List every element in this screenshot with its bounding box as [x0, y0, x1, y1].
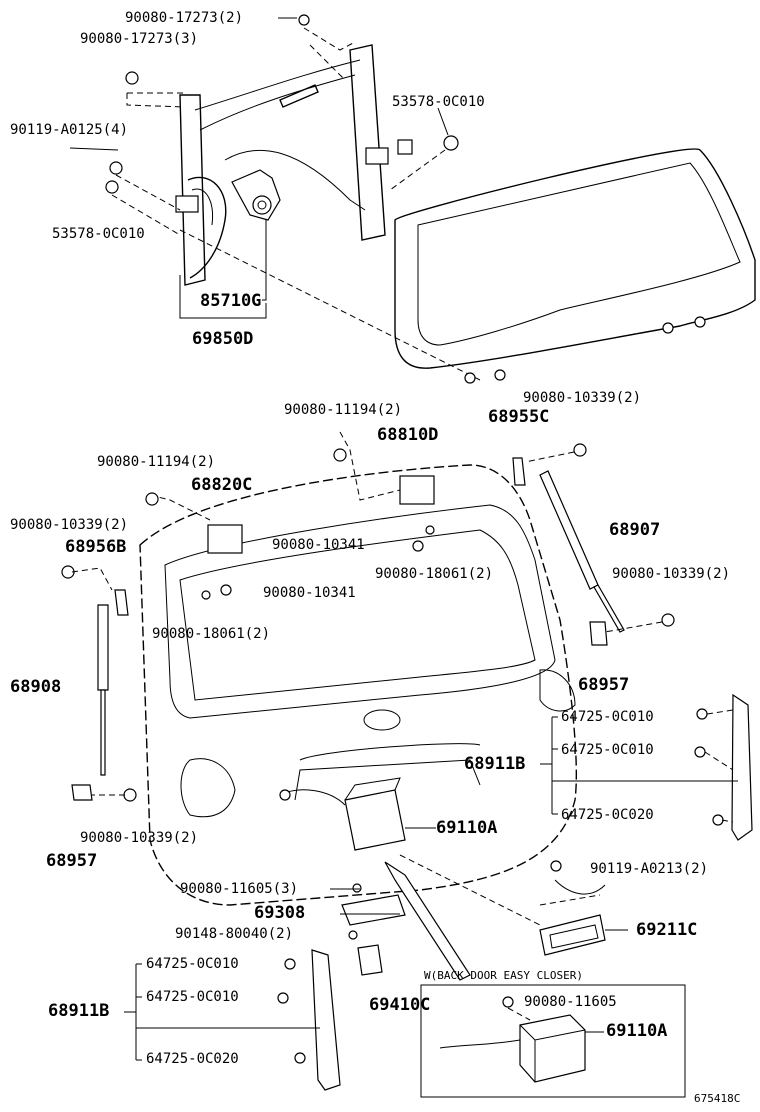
label-90080-11605-inset: 90080-11605: [524, 994, 617, 1010]
label-90080-11194-2-top: 90080-11194(2): [284, 402, 403, 418]
label-90080-10339-2-left: 90080-10339(2): [10, 517, 129, 533]
label-90080-17273-3: 90080-17273(3): [80, 31, 199, 47]
closer-lock-drawing: [279, 777, 628, 981]
label-90080-11194-2-left: 90080-11194(2): [97, 454, 216, 470]
label-68820C: 68820C: [191, 475, 253, 495]
inset-box-drawing: [420, 984, 686, 1098]
label-69110A-inset: 69110A: [606, 1021, 668, 1041]
back-glass-drawing: [394, 148, 756, 384]
label-68956B: 68956B: [65, 537, 127, 557]
label-53578-0C010-right: 53578-0C010: [392, 94, 485, 110]
label-64725-0C020-left: 64725-0C020: [146, 1051, 239, 1067]
weatherstrip-right-drawing: [540, 693, 753, 841]
label-69410C: 69410C: [369, 995, 431, 1015]
label-64725-0C010-right-b: 64725-0C010: [561, 742, 654, 758]
label-90080-17273-2: 90080-17273(2): [125, 10, 244, 26]
label-69211C: 69211C: [636, 920, 698, 940]
label-90080-11605-3: 90080-11605(3): [180, 881, 299, 897]
label-90080-10341-left: 90080-10341: [263, 585, 356, 601]
label-68957-right: 68957: [578, 675, 630, 695]
label-90080-10339-2-right: 90080-10339(2): [612, 566, 731, 582]
label-64725-0C020-right: 64725-0C020: [561, 807, 654, 823]
label-68955C: 68955C: [488, 407, 550, 427]
label-69308: 69308: [254, 903, 306, 923]
label-69850D: 69850D: [192, 329, 254, 349]
label-68908: 68908: [10, 677, 62, 697]
label-90148-80040-2: 90148-80040(2): [175, 926, 294, 942]
label-64725-0C010-left-a: 64725-0C010: [146, 956, 239, 972]
label-64725-0C010-left-b: 64725-0C010: [146, 989, 239, 1005]
label-90080-10339-2-topright: 90080-10339(2): [523, 390, 642, 406]
label-90080-18061-2-center: 90080-18061(2): [375, 566, 494, 582]
label-64725-0C010-right-a: 64725-0C010: [561, 709, 654, 725]
label-90080-18061-2-left: 90080-18061(2): [152, 626, 271, 642]
label-90080-10341-center: 90080-10341: [272, 537, 365, 553]
back-door-drawing: [139, 431, 577, 906]
label-85710G: 85710G: [200, 291, 262, 311]
label-68957-left: 68957: [46, 851, 98, 871]
label-90119-A0213-2: 90119-A0213(2): [590, 861, 709, 877]
label-68810D: 68810D: [377, 425, 439, 445]
inset-title: W(BACK DOOR EASY CLOSER): [424, 969, 583, 982]
label-90080-10339-2-bottomleft: 90080-10339(2): [80, 830, 199, 846]
weatherstrip-left-drawing: [124, 949, 341, 1091]
label-68907: 68907: [609, 520, 661, 540]
gas-struts-drawing: [61, 443, 675, 802]
label-68911B-right: 68911B: [464, 754, 526, 774]
label-69110A-main: 69110A: [436, 818, 498, 838]
label-53578-0C010-left: 53578-0C010: [52, 226, 145, 242]
label-90119-A0125-4: 90119-A0125(4): [10, 122, 129, 138]
label-68911B-left: 68911B: [48, 1001, 110, 1021]
diagram-code: 675418C: [694, 1092, 741, 1105]
window-regulator-drawing: [69, 14, 481, 381]
